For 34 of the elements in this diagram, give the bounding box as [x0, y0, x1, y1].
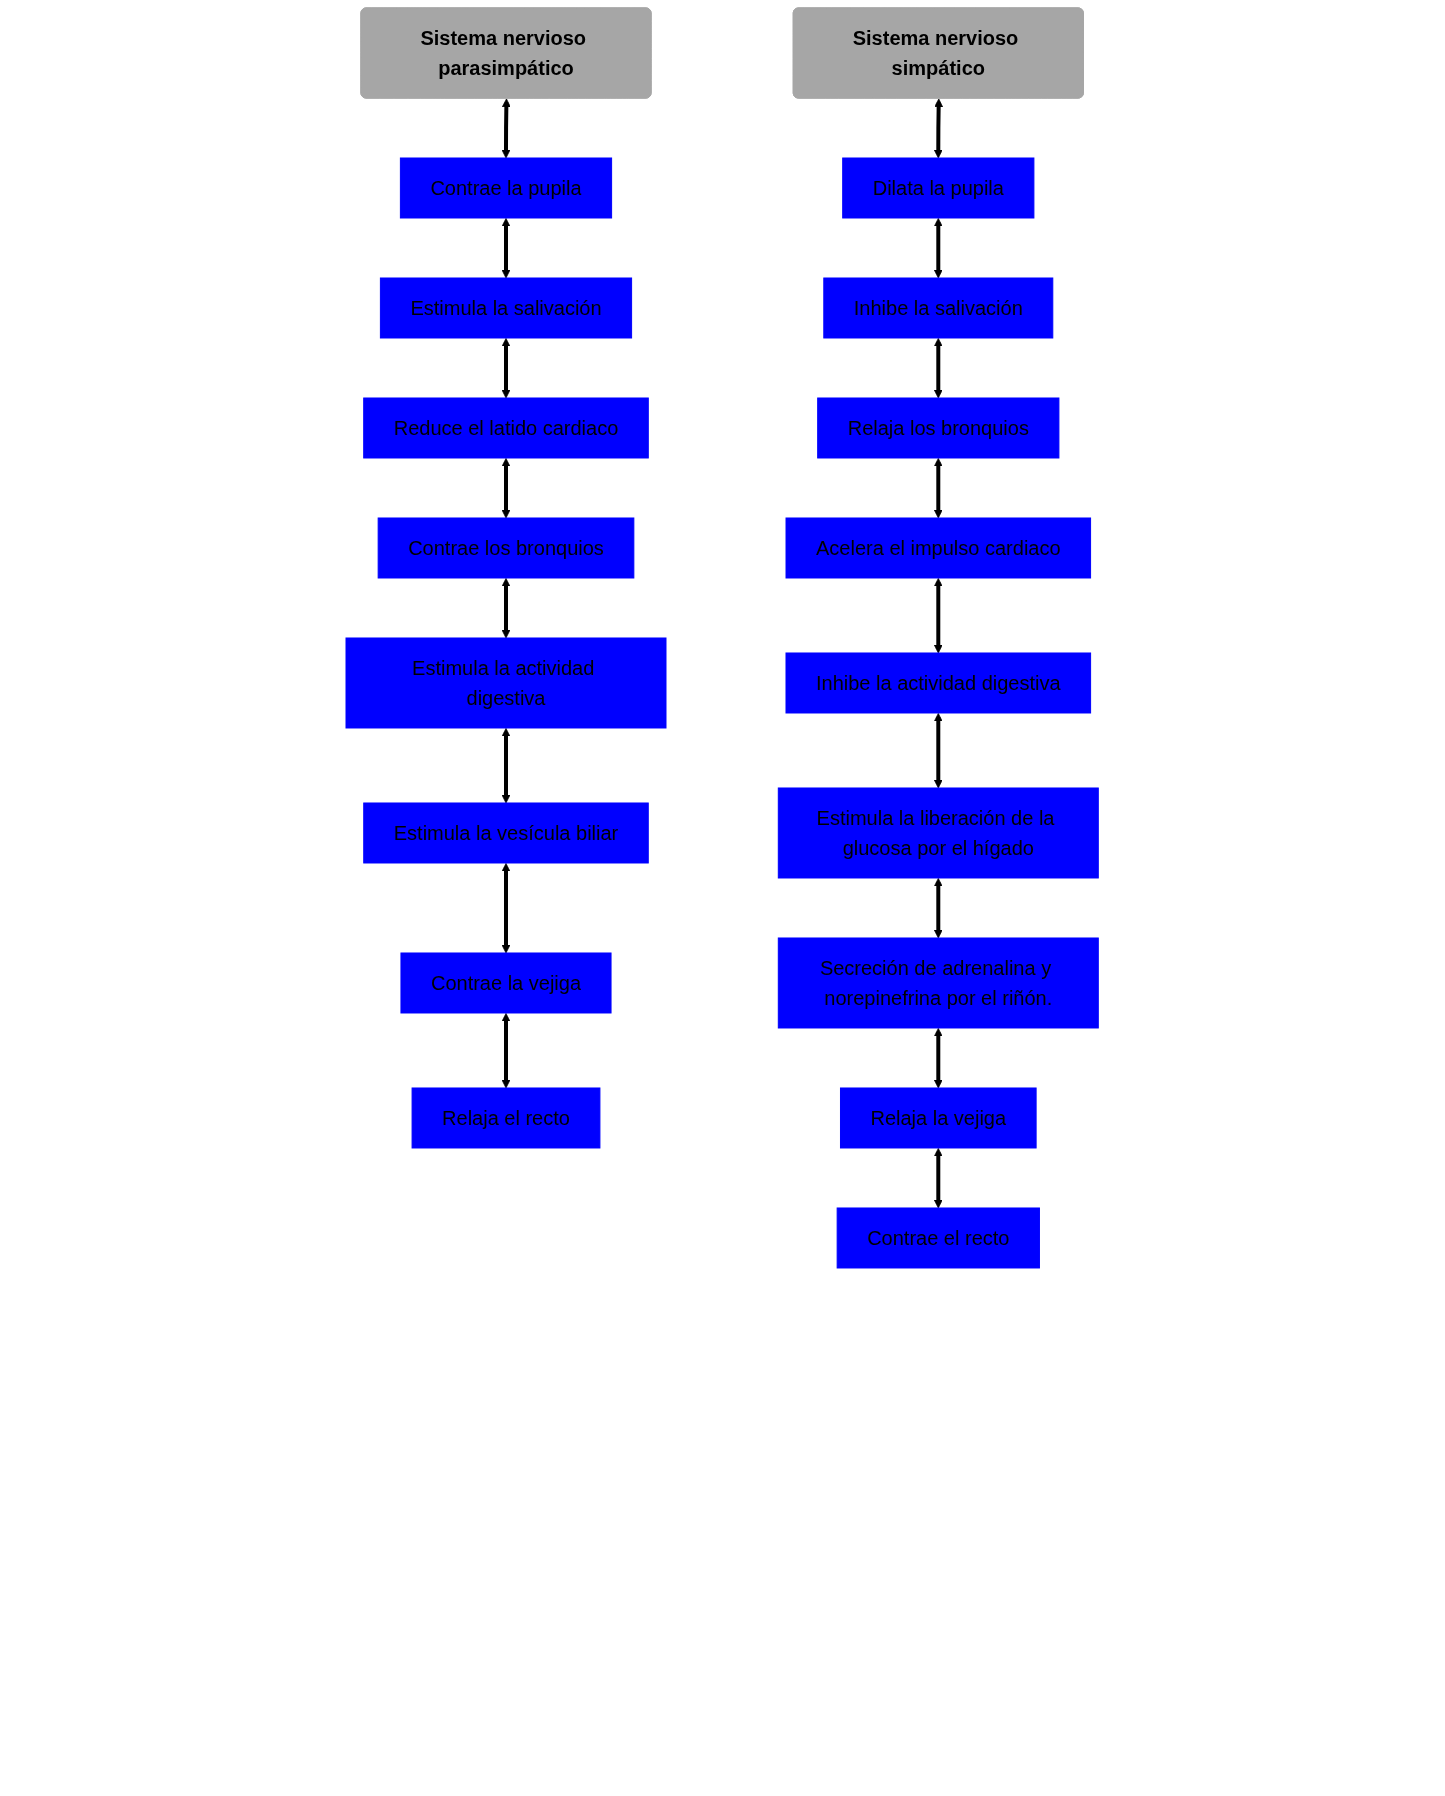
node-box: Acelera el impulso cardiaco — [785, 517, 1092, 579]
node-box: Relaja la vejiga — [840, 1087, 1037, 1149]
arrow — [934, 338, 944, 399]
arrow — [501, 98, 512, 159]
arrow — [501, 1013, 511, 1089]
arrow — [501, 458, 511, 519]
arrow — [501, 863, 511, 954]
arrow — [501, 338, 511, 399]
node-box: Estimula la actividad digestiva — [345, 637, 667, 729]
node-box: Contrae la pupila — [400, 157, 613, 219]
node-box: Contrae la vejiga — [400, 952, 612, 1014]
arrow — [934, 98, 944, 159]
arrow — [934, 1148, 944, 1209]
arrow — [934, 878, 944, 939]
arrow — [501, 578, 511, 639]
arrow — [934, 713, 944, 789]
arrow — [501, 218, 511, 279]
node-box: Contrae el recto — [837, 1207, 1041, 1269]
node-box: Inhibe la actividad digestiva — [785, 652, 1092, 714]
node-box: Relaja los bronquios — [817, 397, 1060, 459]
node-box: Dilata la pupila — [842, 157, 1035, 219]
arrow — [934, 578, 944, 654]
node-box: Contrae los bronquios — [378, 517, 635, 579]
node-box: Estimula la salivación — [380, 277, 633, 339]
node-box: Estimula la liberación de la glucosa por el hígado — [778, 787, 1100, 879]
node-box: Relaja el recto — [411, 1087, 601, 1149]
arrow — [934, 218, 944, 279]
node-box: Reduce el latido cardiaco — [363, 397, 650, 459]
arrow — [934, 1028, 944, 1089]
node-box: Inhibe la salivación — [823, 277, 1054, 339]
node-box: Estimula la vesícula biliar — [363, 802, 650, 864]
arrow — [934, 458, 944, 519]
node-box: Secreción de adrenalina y norepinefrina por el riñón. — [778, 937, 1100, 1029]
arrow — [501, 728, 511, 804]
